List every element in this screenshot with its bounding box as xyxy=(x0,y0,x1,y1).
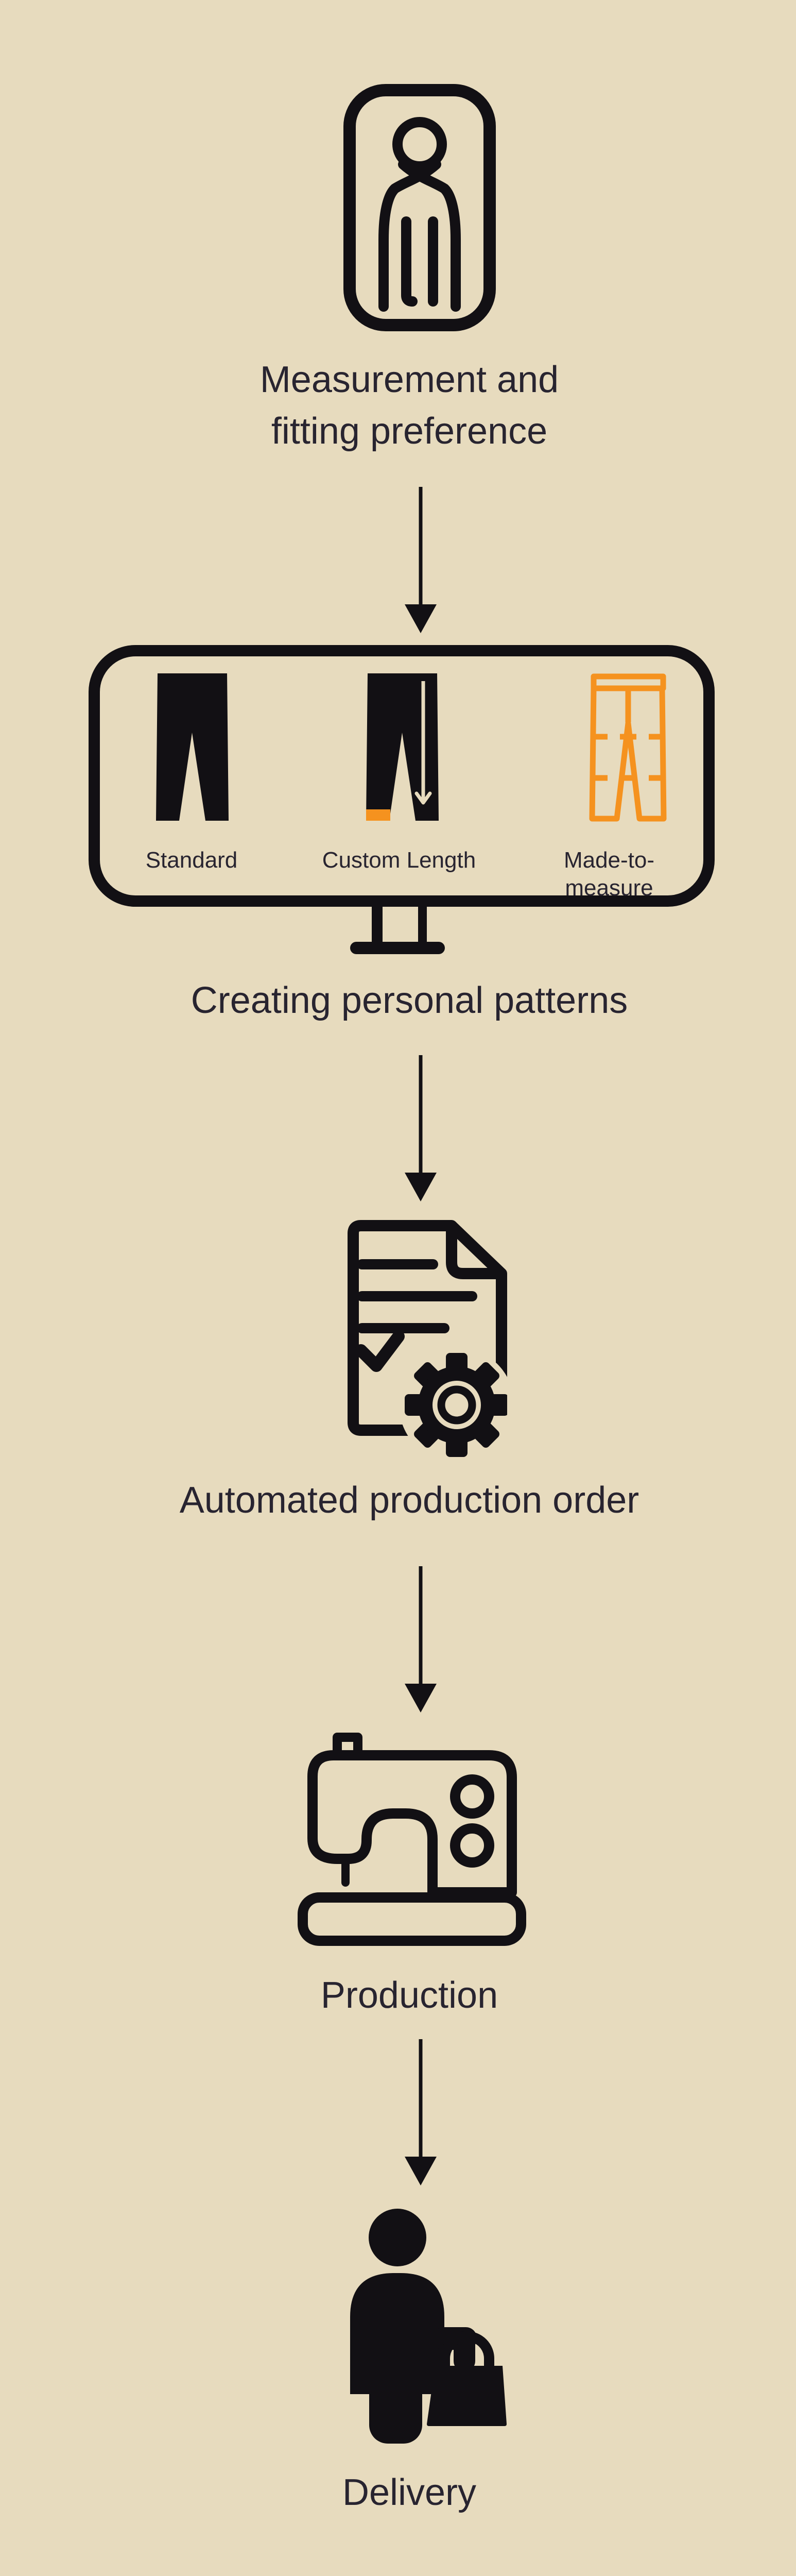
step-label-measurement: Measurement and fitting preference xyxy=(259,359,559,452)
down-arrow-icon xyxy=(405,2039,437,2185)
option-label-made-to-measure: Made-to-measure xyxy=(563,848,655,901)
gear-icon xyxy=(399,1347,507,1463)
customer-with-shopping-bag-icon xyxy=(350,2209,507,2444)
standard-pants-icon xyxy=(156,673,229,821)
down-arrow-icon xyxy=(405,1055,437,1201)
step-label-production: Production xyxy=(320,1975,498,2016)
step-label-delivery: Delivery xyxy=(342,2472,477,2513)
checkmark-icon xyxy=(355,1330,405,1372)
sewing-machine-icon xyxy=(298,1733,526,1946)
down-arrow-icon xyxy=(405,487,437,633)
option-label-custom-length: Custom Length xyxy=(322,848,476,873)
monitor-frame xyxy=(89,645,715,954)
production-order-document-icon xyxy=(348,1220,507,1463)
down-arrow-icon xyxy=(405,1566,437,1713)
step-label-patterns: Creating personal patterns xyxy=(191,980,628,1021)
body-measurement-phone-icon xyxy=(343,84,496,331)
option-label-standard: Standard xyxy=(145,848,238,873)
step-label-order: Automated production order xyxy=(179,1480,639,1521)
made-to-measure-pants-icon xyxy=(589,673,667,822)
pattern-monitor-icon: Standard Custom Length Made-to-measure xyxy=(89,645,715,954)
custom-length-pants-icon xyxy=(366,673,439,821)
